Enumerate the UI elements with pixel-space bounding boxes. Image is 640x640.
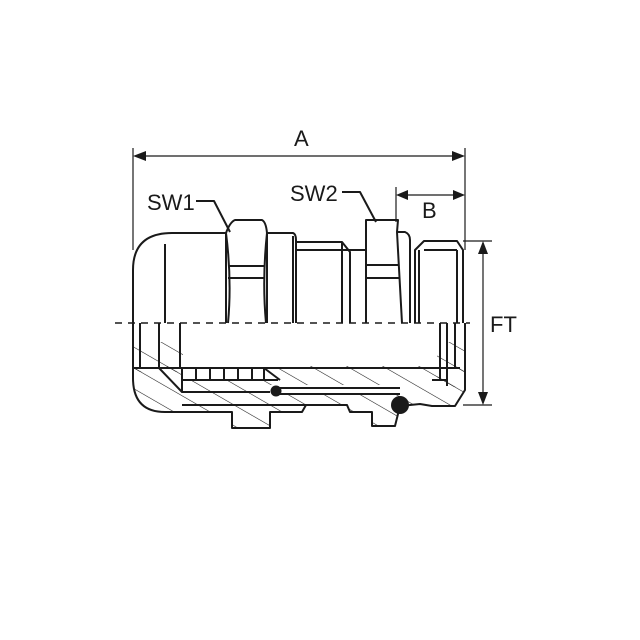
- arrow-up-icon: [478, 241, 488, 254]
- label-sw1: SW1: [147, 190, 195, 215]
- arrow-left-icon: [396, 190, 408, 200]
- label-ft: FT: [490, 312, 517, 337]
- entry-thread: [414, 240, 464, 323]
- label-a: A: [294, 126, 309, 151]
- arrow-down-icon: [478, 392, 488, 405]
- hex-body-sw2: [365, 219, 403, 324]
- label-sw2: SW2: [290, 181, 338, 206]
- arrow-left-icon: [133, 151, 146, 161]
- dimension-ft: FT: [463, 240, 517, 406]
- o-ring: [391, 396, 409, 414]
- seal-insert: [158, 367, 281, 393]
- small-o-ring: [270, 385, 282, 397]
- label-b: B: [422, 198, 437, 223]
- leader-sw1: SW1: [147, 190, 231, 233]
- body: [296, 241, 351, 323]
- arrow-right-icon: [453, 190, 465, 200]
- dome-sealing-nut: [132, 232, 226, 323]
- dimension-a: A: [132, 126, 466, 250]
- upper-exterior-view: [132, 219, 464, 324]
- lower-section-view: [132, 323, 466, 429]
- hex-nut-sw1: [225, 219, 268, 323]
- arrow-right-icon: [452, 151, 465, 161]
- dimension-b: B: [395, 187, 465, 223]
- leader-sw2: SW2: [290, 181, 377, 223]
